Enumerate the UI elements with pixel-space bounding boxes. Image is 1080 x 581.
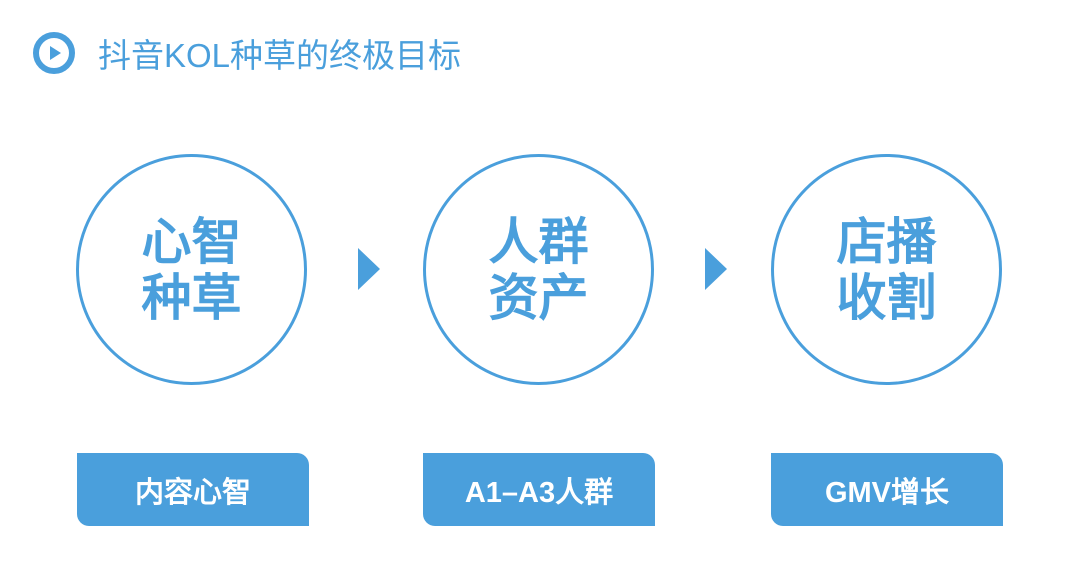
stage-circle-line2: 种草	[141, 269, 242, 326]
stage-circle-line1: 心智	[141, 213, 242, 270]
stage-circle-line1: 店播	[836, 213, 937, 270]
stage-label-text: GMV增长	[824, 476, 950, 509]
triangle-right-icon	[358, 248, 380, 290]
page-title: 抖音KOL种草的终极目标	[98, 37, 462, 74]
play-circle-icon	[33, 32, 75, 74]
stage-label-text: A1–A3人群	[464, 476, 614, 509]
stage-circle-store-live-harvest: 店播 收割	[771, 154, 1002, 385]
stage-label-a1-a3-audience: A1–A3人群	[423, 453, 655, 526]
stage-circle-line2: 资产	[488, 269, 589, 326]
stage-label-text: 内容心智	[134, 476, 251, 509]
stage-circle-audience-assets: 人群 资产	[423, 154, 654, 385]
stage-label-content-mind: 内容心智	[77, 453, 309, 526]
header: 抖音KOL种草的终极目标	[32, 28, 461, 78]
stage-circle-line2: 收割	[836, 269, 937, 326]
stage-circle-line1: 人群	[488, 213, 589, 270]
stage-circle-mind-seeding: 心智 种草	[76, 154, 307, 385]
stage-label-gmv-growth: GMV增长	[771, 453, 1003, 526]
triangle-right-icon	[705, 248, 727, 290]
